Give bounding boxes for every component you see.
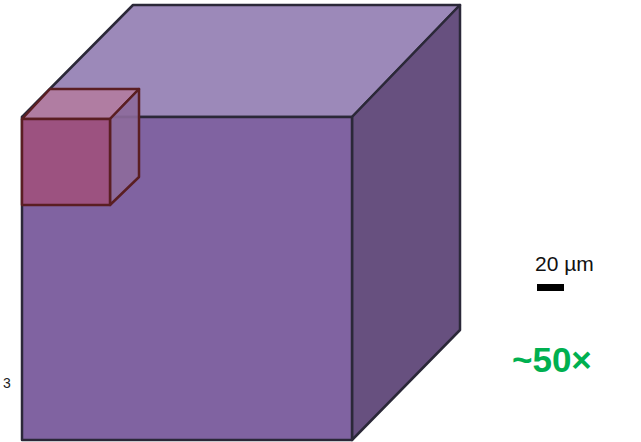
- superscript-digit: 3: [3, 376, 11, 390]
- small-cube-side-face: [110, 89, 139, 205]
- large-cube: [22, 5, 460, 440]
- small-cube: [22, 89, 139, 205]
- cube-front-face: [22, 117, 352, 440]
- scale-label: 20 µm: [535, 253, 594, 274]
- scale-bar: [537, 284, 564, 291]
- magnification-label: ~50×: [512, 342, 592, 377]
- small-cube-front-face: [22, 119, 110, 205]
- cube-side-face: [352, 5, 460, 440]
